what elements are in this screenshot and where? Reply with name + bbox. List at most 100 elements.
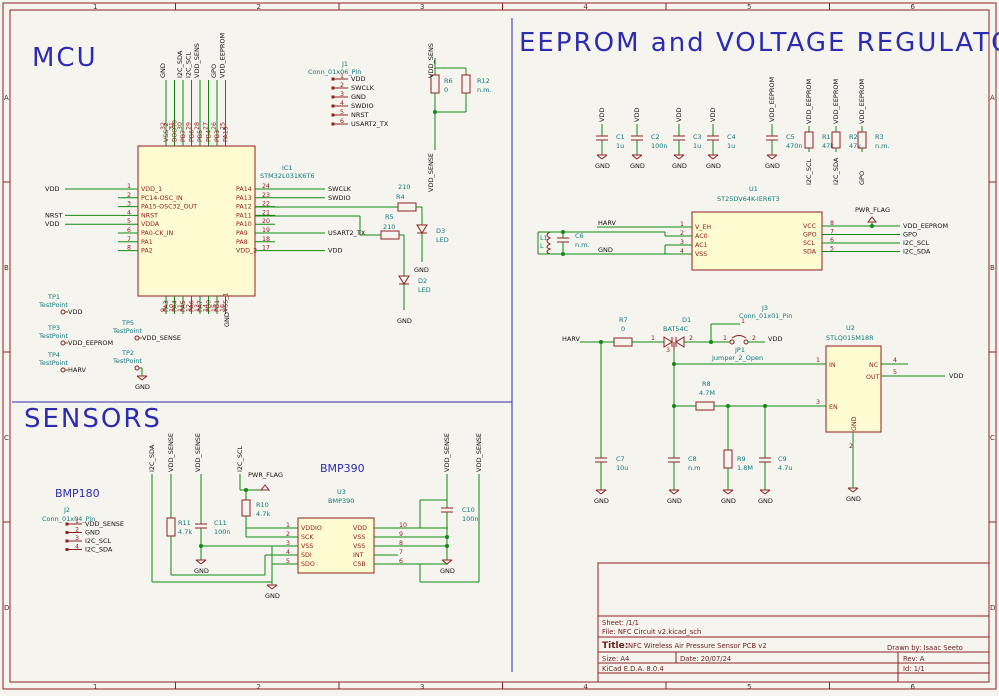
u2-value: STLQ015M18R <box>826 334 874 342</box>
u2-pin-in: IN <box>829 362 836 369</box>
decap-value: 100n <box>651 142 668 150</box>
pullup-net: VDD_EEPROM <box>858 79 866 124</box>
l1-ref: L1 <box>540 234 548 242</box>
u3-right-pin-num: 9 <box>399 531 403 538</box>
j1-pin-num: 2 <box>340 82 344 89</box>
c9-value: 4.7u <box>778 464 792 472</box>
bmp390-pwr-flag: PWR_FLAG <box>248 471 283 479</box>
u2-pin-nc-num: 4 <box>893 357 897 364</box>
mcu-left-pin-num: 1 <box>127 183 131 190</box>
mcu-bottom-pin-name: PA3 <box>163 300 170 312</box>
j1-pin-mark <box>331 95 335 99</box>
jp1-pin-1: 1 <box>723 335 727 342</box>
u3-right-pin-name: CSB <box>353 561 366 568</box>
gnd-arrow <box>673 489 680 495</box>
mcu-right-net: SWCLK <box>328 185 352 193</box>
d1-pin-1: 1 <box>651 335 655 342</box>
mcu-right-pin-name: PA8 <box>236 239 248 246</box>
pullup-body <box>804 131 814 149</box>
testpoint-ref: TP5 <box>121 319 134 327</box>
u3-top-net: VDD_SENSE <box>167 433 175 472</box>
u3-left-pin-name: SDI <box>301 552 312 559</box>
mcu-top-pin-name: PB5 <box>197 130 204 142</box>
u3-left-pin-num: 5 <box>286 558 290 565</box>
pwr-flag-symbol <box>259 484 271 491</box>
jp1-value: Jumper_2_Open <box>711 354 763 362</box>
r7-ref: R7 <box>619 316 628 324</box>
u1-right-pin-num: 8 <box>830 220 834 227</box>
j1-pin-num: 5 <box>340 109 344 116</box>
grid-col-top: 5 <box>747 3 751 11</box>
testpoint-value: TestPoint <box>38 332 68 340</box>
j1-ref: J1 <box>341 60 348 68</box>
mcu-left-pin-num: 2 <box>127 192 131 199</box>
bmp390-title: BMP390 <box>320 462 365 475</box>
j1-pin-mark <box>331 122 335 126</box>
j1-pin-num: 3 <box>340 91 344 98</box>
mcu-bottom-pin-num: 11 <box>177 304 184 312</box>
mcu-bottom-pin-num: 12 <box>186 304 193 312</box>
mcu-right-pin-num: 20 <box>262 218 270 225</box>
u3-right-pin-num: 8 <box>399 540 403 547</box>
section-title-sensors: SENSORS <box>24 404 162 434</box>
jp1-vdd-net: VDD <box>768 335 782 343</box>
junction <box>445 535 449 539</box>
u3-left-pin-name: VDDIO <box>301 525 322 532</box>
r9-body <box>723 449 733 469</box>
decap-value: 1u <box>727 142 735 150</box>
testpoint-value: TestPoint <box>112 327 142 335</box>
pullup-bottom-net: GPO <box>858 171 866 185</box>
mcu-left-pin-num: 3 <box>127 201 131 208</box>
mcu-bottom-net: GND <box>223 312 231 327</box>
grid-row-right: B <box>990 264 995 272</box>
grid-row-right: D <box>990 604 995 612</box>
gnd-arrow <box>136 375 143 381</box>
gnd-arrow <box>595 489 602 495</box>
mcu-bottom-pin-num: 16 <box>220 304 227 312</box>
gnd-arrow <box>141 375 148 381</box>
mcu-top-net: VDD_SENS <box>193 43 201 78</box>
gnd-arrow <box>636 154 643 160</box>
j2-pin-num: 4 <box>75 544 79 551</box>
mcu-top-pin-num: 26 <box>211 122 218 130</box>
mcu-right-pin-name: PA11 <box>236 212 252 219</box>
u2-ref: U2 <box>846 324 855 332</box>
mcu-top-net: I2C_SCL <box>185 51 193 78</box>
u1-left-net: GND <box>598 246 613 254</box>
j2-pin-net: GND <box>85 529 100 537</box>
mcu-top-pin-name: VSS_2 <box>163 123 170 142</box>
mcu-bottom-pin-name: PA7 <box>197 300 204 312</box>
decap-gnd: GND <box>595 162 610 170</box>
r5-ref: R5 <box>385 213 394 221</box>
decap-ref: C5 <box>786 133 795 141</box>
mcu-top-pin-num: 32 <box>160 122 167 130</box>
tb-sheet-page: 1/1 <box>628 619 639 627</box>
u3-left-pin-name: SCK <box>301 534 314 541</box>
section-title-eeprom-regulator: EEPROM and VOLTAGE REGULATOR <box>519 28 999 58</box>
mcu-top-pin-name: PB6 <box>189 130 196 142</box>
mcu-top-pin-num: 28 <box>194 122 201 130</box>
regulator-gnd: GND <box>758 497 773 505</box>
gnd-arrow <box>631 154 638 160</box>
decap-net: VDD <box>675 108 683 122</box>
d1-diode-a <box>663 336 673 348</box>
c6-ref: C6 <box>575 232 584 240</box>
d3-gnd: GND <box>414 266 429 274</box>
grid-col-top: 6 <box>911 3 916 11</box>
j2-pin-net: VDD_SENSE <box>85 520 124 528</box>
d1-pin-3: 3 <box>666 347 670 354</box>
tb-date: Date: 20/07/24 <box>680 655 731 663</box>
u3-left-pin-num: 1 <box>286 522 290 529</box>
c10-value: 100n <box>462 515 479 523</box>
testpoint-value: TestPoint <box>38 359 68 367</box>
r9-value: 1.8M <box>737 464 753 472</box>
r9-ref: R9 <box>737 455 746 463</box>
gnd-arrow <box>673 154 680 160</box>
pullup-ref: R3 <box>875 133 884 141</box>
r5-body <box>380 230 400 240</box>
junction <box>445 544 449 548</box>
